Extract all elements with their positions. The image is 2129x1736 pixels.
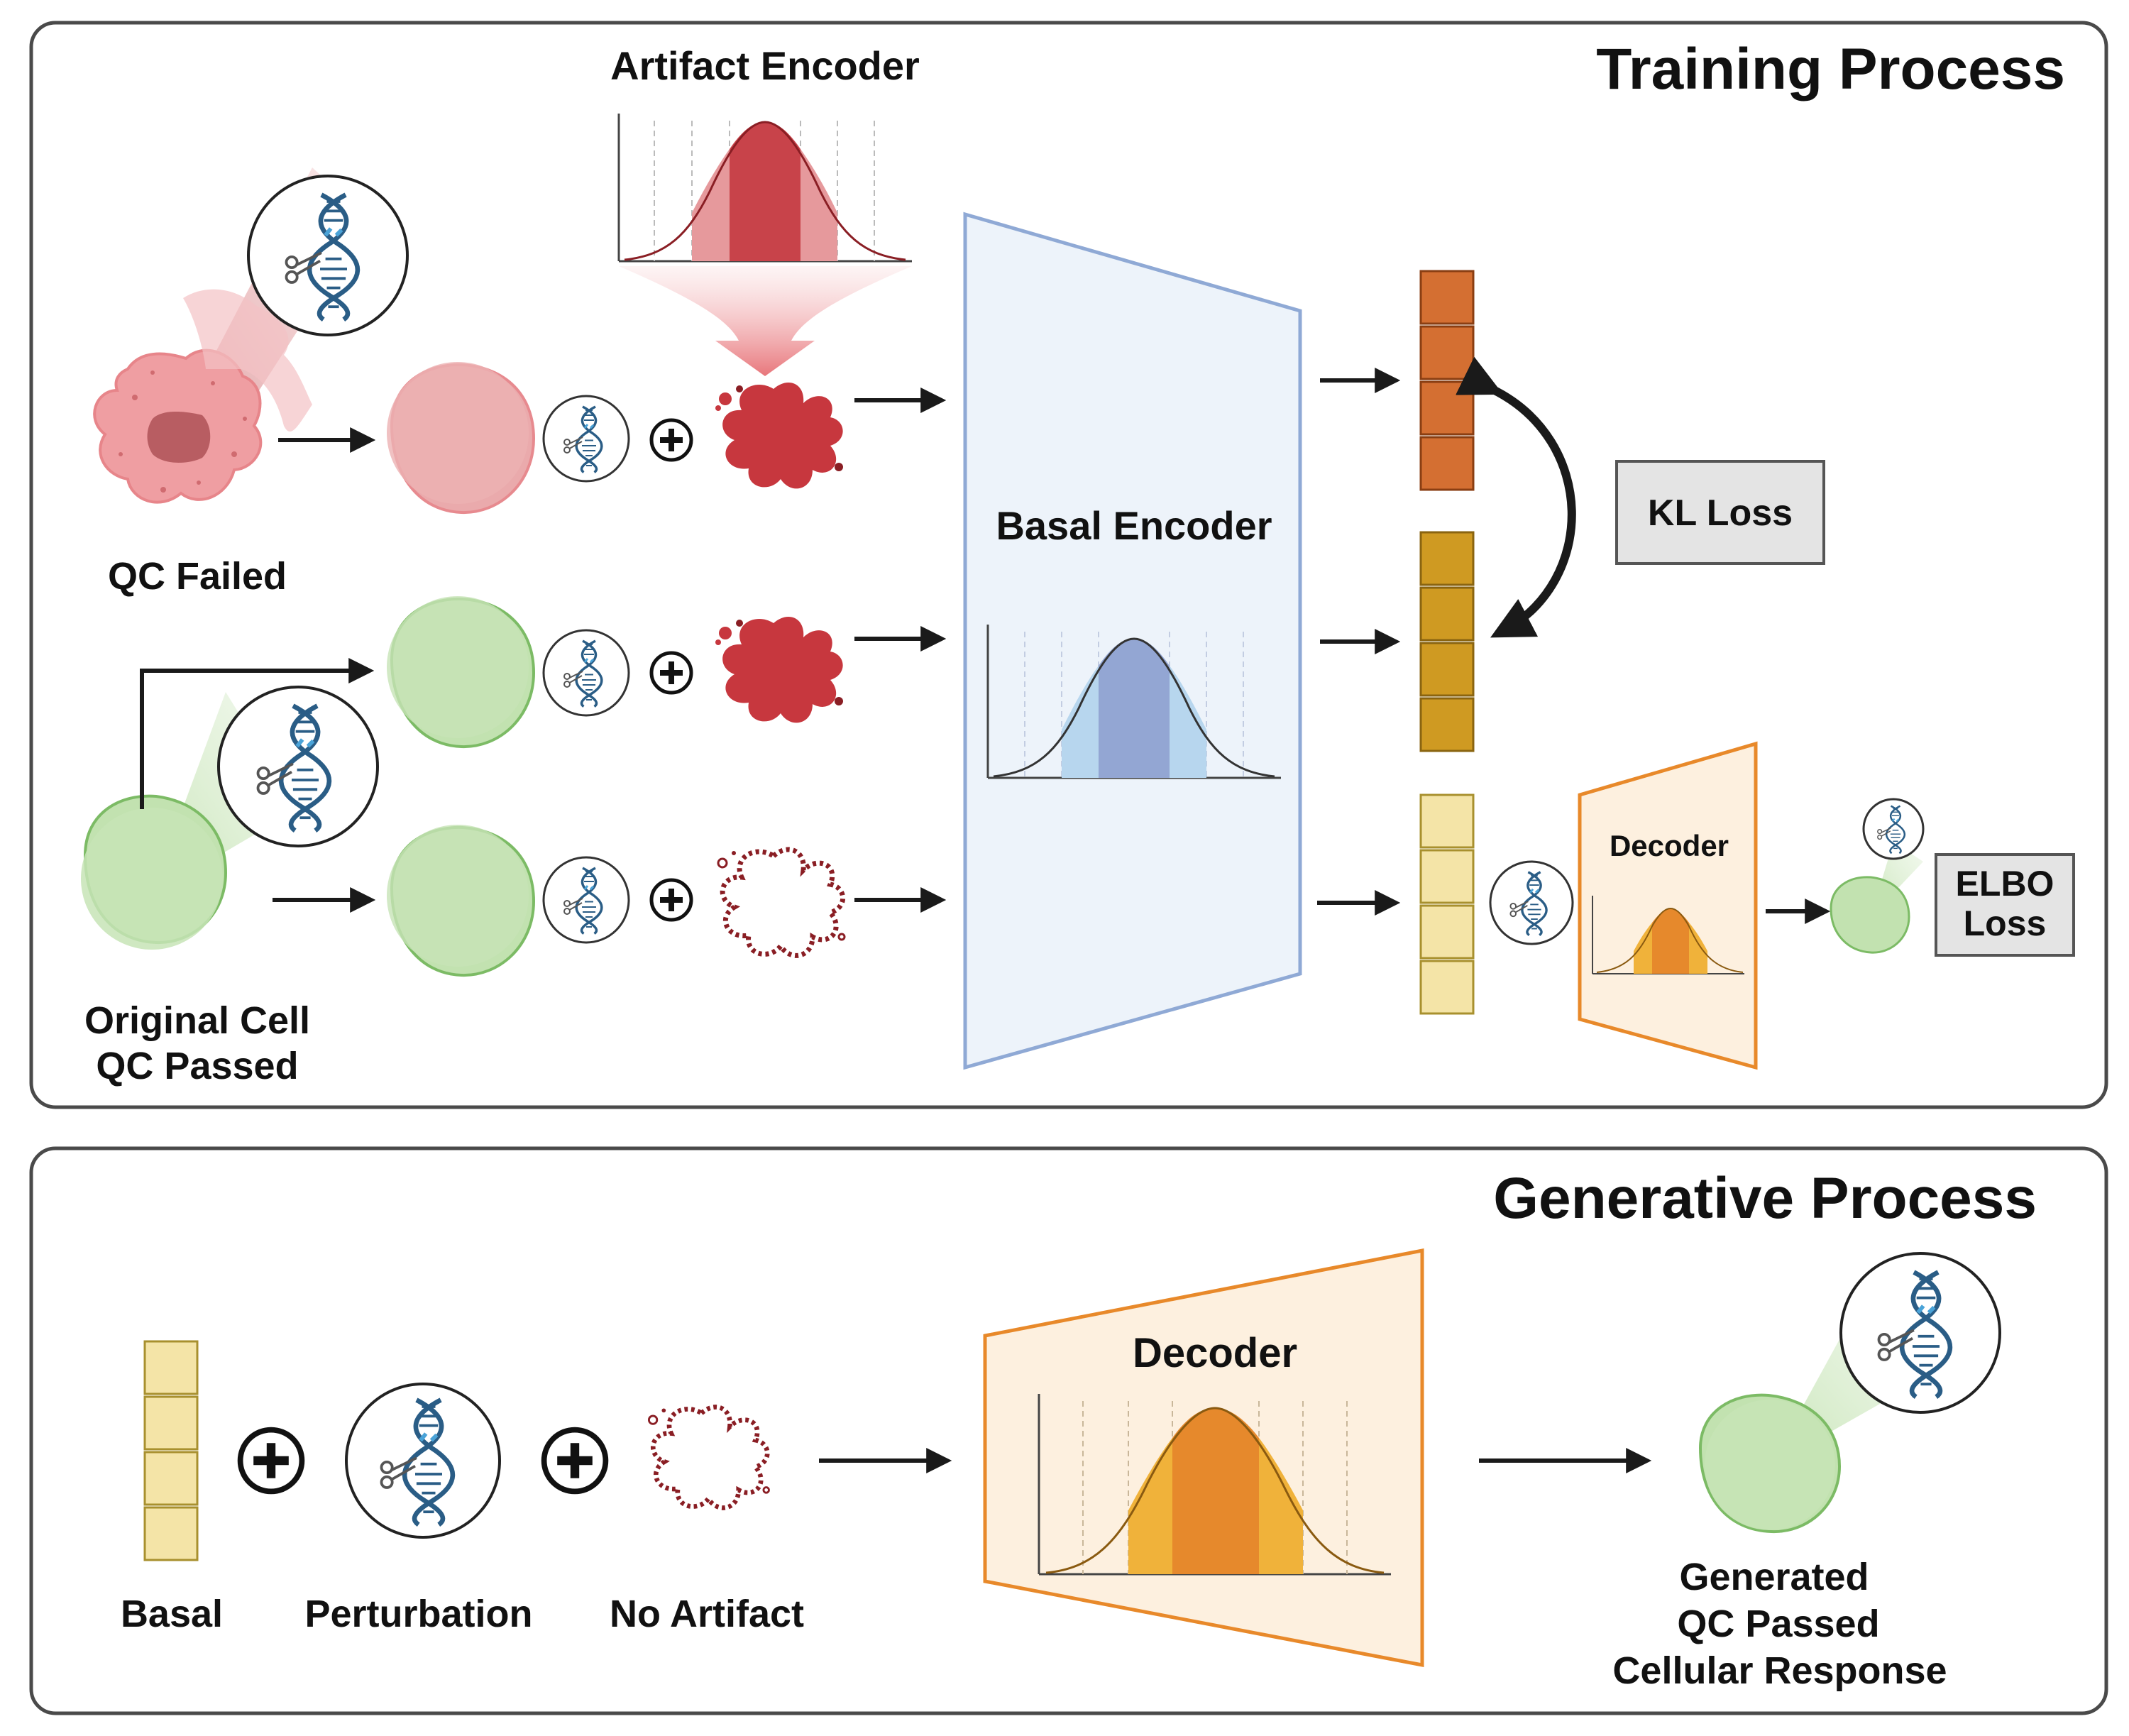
generated-cell: Generated QC Passed Cellular Response bbox=[1612, 1252, 2001, 1692]
row1-perturbation bbox=[542, 395, 630, 483]
training-decoder: Decoder bbox=[1578, 741, 1758, 1070]
original-cell-label-line1: Original Cell bbox=[84, 999, 310, 1042]
decoder-perturbation bbox=[1489, 860, 1574, 945]
generative-title: Generative Process bbox=[1493, 1166, 2037, 1231]
generative-perturbation-label: Perturbation bbox=[304, 1593, 532, 1635]
elbo-loss-box: ELBO Loss bbox=[1935, 853, 2075, 957]
artifact-distribution-chart bbox=[617, 114, 912, 263]
latent-stack-basal bbox=[1419, 793, 1475, 1015]
row1-inputs bbox=[387, 362, 947, 515]
artifact-funnel bbox=[619, 266, 912, 376]
generative-basal-label: Basal bbox=[121, 1593, 223, 1635]
basal-encoder-label: Basal Encoder bbox=[996, 503, 1272, 548]
qc-failed-label: QC Failed bbox=[108, 555, 287, 598]
generated-label-line2: QC Passed bbox=[1677, 1603, 1879, 1645]
kl-loss-label: KL Loss bbox=[1648, 493, 1793, 534]
generative-plus-2 bbox=[544, 1430, 606, 1492]
row2-inputs bbox=[387, 596, 947, 749]
training-decoder-chart bbox=[1592, 896, 1744, 974]
row1-plus bbox=[651, 420, 691, 460]
row2-perturbation bbox=[542, 629, 630, 717]
arrow-original-to-row2 bbox=[140, 658, 375, 809]
generated-cell-zoom bbox=[1839, 1252, 2001, 1414]
row2-plus bbox=[651, 653, 691, 693]
generative-basal-stack bbox=[143, 1340, 199, 1561]
original-cell: Original Cell QC Passed bbox=[81, 686, 379, 1087]
basal-distribution-chart bbox=[986, 625, 1281, 779]
generative-plus-1 bbox=[241, 1430, 302, 1492]
artifact-encoder-label: Artifact Encoder bbox=[610, 43, 920, 88]
generated-label-line1: Generated bbox=[1679, 1556, 1869, 1598]
original-cell-label-line2: QC Passed bbox=[96, 1045, 298, 1087]
original-cell-zoom bbox=[217, 686, 379, 847]
training-decoder-label: Decoder bbox=[1610, 829, 1729, 862]
kl-double-arrow bbox=[1456, 356, 1576, 638]
generative-decoder: Decoder bbox=[983, 1248, 1424, 1668]
row3-perturbation bbox=[542, 856, 630, 944]
artifact-encoder: Artifact Encoder bbox=[610, 43, 920, 376]
generative-decoder-label: Decoder bbox=[1133, 1330, 1297, 1376]
generated-label-line3: Cellular Response bbox=[1612, 1649, 1947, 1692]
training-output-cell bbox=[1830, 798, 1925, 954]
generative-no-artifact-label: No Artifact bbox=[610, 1593, 804, 1635]
qc-failed-zoom bbox=[247, 175, 409, 336]
row3-plus bbox=[651, 880, 691, 920]
training-title: Training Process bbox=[1596, 37, 2065, 101]
elbo-loss-label-line1: ELBO bbox=[1956, 864, 2054, 903]
kl-loss-box: KL Loss bbox=[1615, 460, 1825, 565]
row3-inputs bbox=[387, 825, 947, 977]
training-output-zoom bbox=[1862, 798, 1925, 860]
basal-encoder: Basal Encoder bbox=[963, 211, 1302, 1070]
elbo-loss-label-line2: Loss bbox=[1964, 903, 2047, 943]
qc-failed-cell: QC Failed bbox=[93, 167, 409, 598]
generative-decoder-chart bbox=[1038, 1394, 1391, 1576]
generative-perturbation bbox=[345, 1383, 501, 1539]
